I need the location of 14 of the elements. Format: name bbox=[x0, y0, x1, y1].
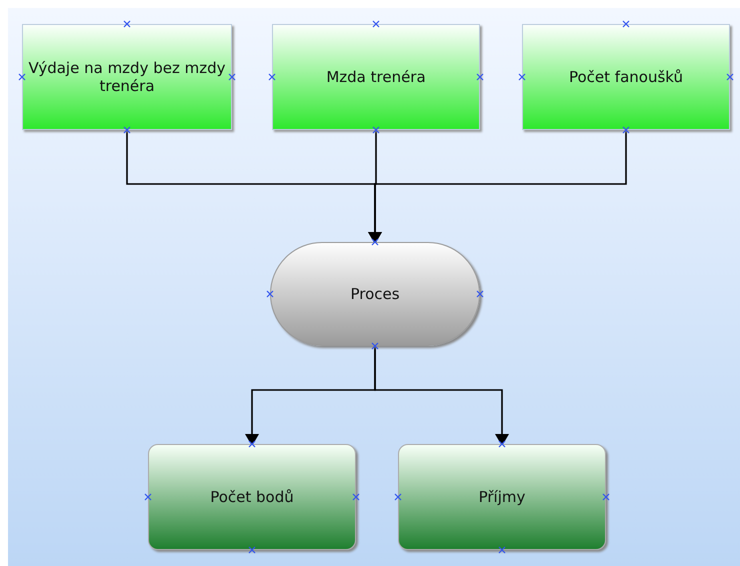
node-label: Proces bbox=[350, 285, 400, 303]
connector-arrow bbox=[374, 346, 509, 446]
node-label: Mzda trenéra bbox=[326, 68, 426, 86]
process-box bbox=[148, 444, 356, 550]
connector-arrow bbox=[368, 130, 627, 244]
process-box bbox=[22, 24, 232, 130]
process-terminal bbox=[270, 242, 480, 346]
process-box bbox=[522, 24, 730, 130]
process-box bbox=[398, 444, 606, 550]
process-box bbox=[272, 24, 480, 130]
node-label: Počet fanoušků bbox=[568, 68, 684, 86]
node-label: Výdaje na mzdy bez mzdy trenéra bbox=[27, 59, 226, 95]
node-label: Počet bodů bbox=[210, 488, 294, 506]
node-label: Příjmy bbox=[478, 488, 526, 506]
